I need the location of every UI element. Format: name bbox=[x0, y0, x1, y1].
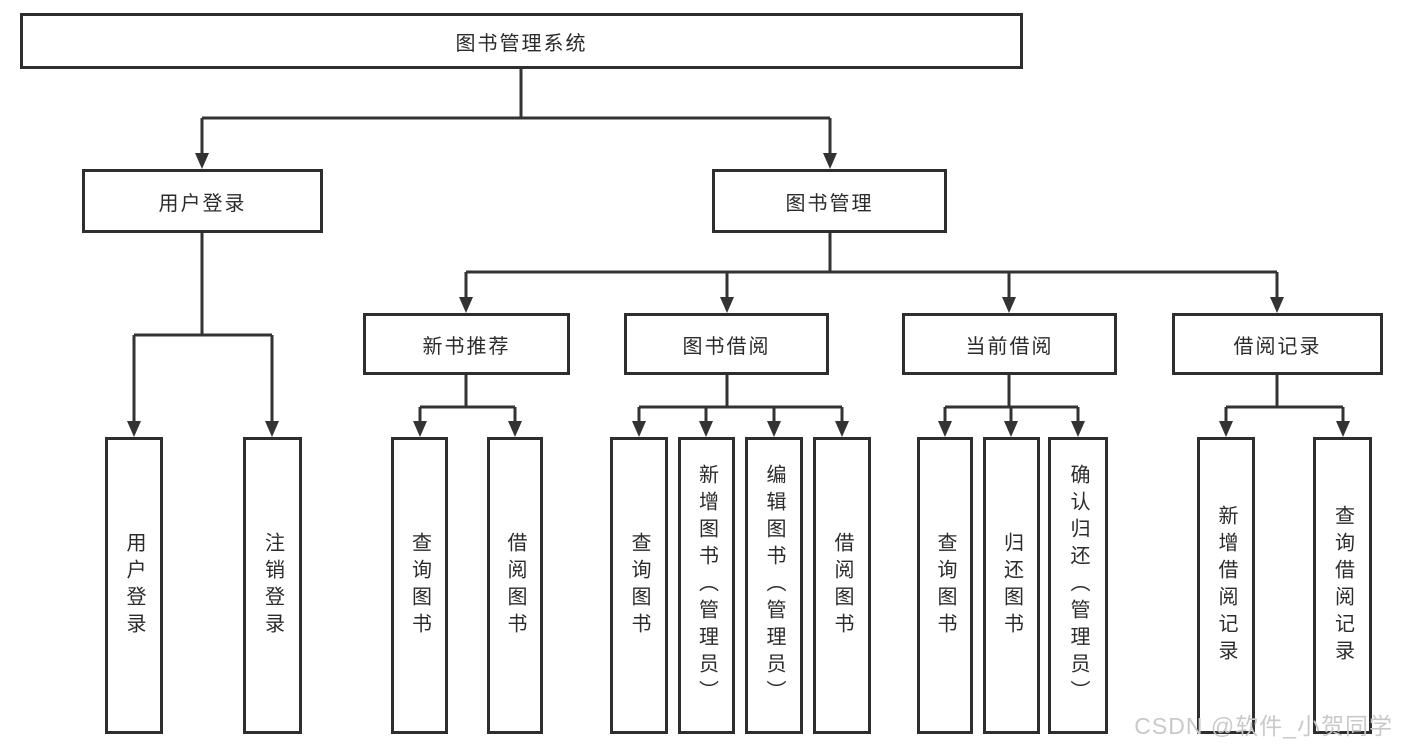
leaf-br-query-record-label: 查询借阅记录 bbox=[1331, 504, 1354, 667]
leaf-nbr-borrow-books: 借阅图书 bbox=[487, 437, 543, 734]
node-book-borrowing: 图书借阅 bbox=[624, 313, 829, 375]
node-current-borrowing: 当前借阅 bbox=[902, 313, 1117, 375]
connector-current-borrowing-to-leaves bbox=[938, 375, 1085, 437]
leaf-logout: 注销登录 bbox=[243, 437, 302, 734]
node-borrowing-records-label: 借阅记录 bbox=[1233, 335, 1322, 358]
node-root: 图书管理系统 bbox=[20, 13, 1023, 69]
node-new-book-recommend-label: 新书推荐 bbox=[422, 335, 511, 358]
csdn-watermark: CSDN @软件_小贺同学 bbox=[1134, 713, 1393, 739]
leaf-cb-return-books: 归还图书 bbox=[983, 437, 1040, 734]
leaf-user-login-label: 用户登录 bbox=[123, 531, 145, 640]
leaf-cb-confirm-return-label: 确认归还（管理员） bbox=[1067, 464, 1089, 707]
connector-borrowing-records-to-leaves bbox=[1219, 375, 1350, 437]
leaf-bb-edit-books: 编辑图书（管理员） bbox=[745, 437, 803, 734]
leaf-nbr-borrow-books-label: 借阅图书 bbox=[504, 531, 526, 640]
node-borrowing-records: 借阅记录 bbox=[1172, 313, 1383, 375]
leaf-user-login: 用户登录 bbox=[105, 437, 163, 734]
node-book-management-label: 图书管理 bbox=[785, 192, 874, 215]
leaf-bb-borrow-books-label: 借阅图书 bbox=[831, 531, 853, 640]
leaf-br-add-record-label: 新增借阅记录 bbox=[1215, 504, 1237, 667]
leaf-br-query-record: 查询借阅记录 bbox=[1313, 437, 1372, 734]
leaf-cb-query-books-label: 查询图书 bbox=[934, 531, 956, 640]
node-user-login: 用户登录 bbox=[82, 169, 323, 233]
leaf-logout-label: 注销登录 bbox=[261, 531, 284, 640]
node-current-borrowing-label: 当前借阅 bbox=[965, 335, 1054, 358]
leaf-bb-edit-books-label: 编辑图书（管理员） bbox=[763, 464, 785, 707]
node-new-book-recommend: 新书推荐 bbox=[363, 313, 570, 375]
leaf-cb-query-books: 查询图书 bbox=[917, 437, 973, 734]
node-book-management: 图书管理 bbox=[712, 169, 947, 233]
node-user-login-label: 用户登录 bbox=[158, 192, 247, 215]
node-root-label: 图书管理系统 bbox=[455, 32, 588, 55]
leaf-cb-return-books-label: 归还图书 bbox=[1000, 531, 1023, 640]
leaf-bb-query-books: 查询图书 bbox=[610, 437, 668, 734]
leaf-nbr-query-books: 查询图书 bbox=[391, 437, 448, 734]
leaf-bb-query-books-label: 查询图书 bbox=[628, 531, 650, 640]
leaf-bb-borrow-books: 借阅图书 bbox=[813, 437, 871, 734]
leaf-nbr-query-books-label: 查询图书 bbox=[408, 531, 431, 640]
node-book-borrowing-label: 图书借阅 bbox=[682, 335, 771, 358]
connector-user-login-to-leaves bbox=[127, 233, 279, 437]
connector-book-management-to-level3 bbox=[459, 233, 1284, 313]
connector-root-to-level2 bbox=[195, 69, 837, 169]
connector-book-borrowing-to-leaves bbox=[632, 375, 849, 437]
connector-new-book-recommend-to-leaves bbox=[413, 375, 522, 437]
leaf-br-add-record: 新增借阅记录 bbox=[1197, 437, 1255, 734]
leaf-bb-add-books-label: 新增图书（管理员） bbox=[695, 464, 718, 707]
leaf-bb-add-books: 新增图书（管理员） bbox=[678, 437, 735, 734]
leaf-cb-confirm-return: 确认归还（管理员） bbox=[1048, 437, 1108, 734]
